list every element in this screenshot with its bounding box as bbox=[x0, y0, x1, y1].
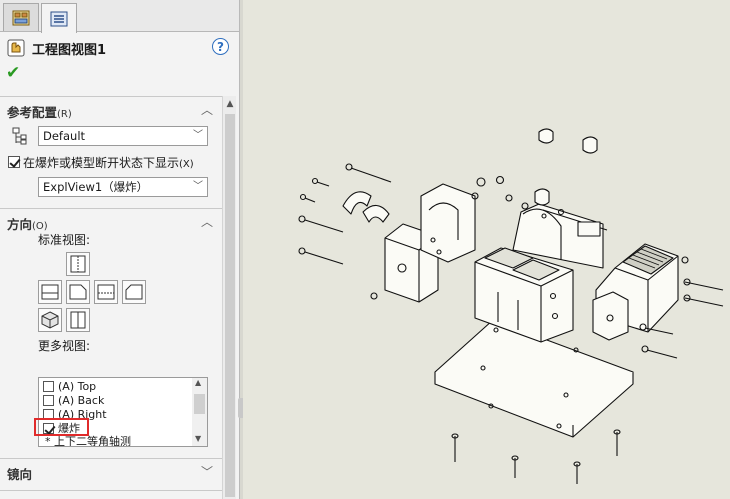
mirror-header[interactable]: 镜向 ﹀ bbox=[0, 458, 222, 484]
orientation-shortcut: (O) bbox=[32, 221, 48, 232]
center-block bbox=[474, 247, 574, 343]
chevron-up-icon[interactable]: ︿ bbox=[201, 215, 214, 229]
feature-tree-icon bbox=[12, 10, 30, 25]
fittings-top bbox=[471, 128, 598, 216]
panel-tabs bbox=[0, 0, 239, 33]
back-view-icon bbox=[97, 284, 115, 300]
chevron-down-icon: ﹀ bbox=[193, 130, 203, 141]
view-checkbox[interactable] bbox=[43, 423, 54, 434]
view-top-button[interactable] bbox=[66, 252, 90, 276]
explode-view-select[interactable]: ExplView1（爆炸） ﹀ bbox=[38, 177, 208, 197]
view-left-button[interactable] bbox=[66, 280, 90, 304]
page-title: 工程图视图1 bbox=[32, 43, 107, 58]
top-view-icon bbox=[70, 255, 86, 273]
highlight-box bbox=[34, 418, 89, 436]
left-view-icon bbox=[69, 284, 87, 300]
configuration-icon bbox=[12, 127, 27, 145]
exploded-checkbox[interactable] bbox=[8, 156, 20, 168]
front-view-icon bbox=[41, 284, 59, 300]
chevron-up-icon[interactable]: ▲ bbox=[195, 378, 202, 387]
panel-scrollbar-thumb[interactable] bbox=[225, 114, 235, 497]
explode-view-select-value: ExplView1（爆炸） bbox=[43, 180, 149, 194]
mirror-section: 镜向 ﹀ bbox=[0, 458, 222, 499]
bottom-view-icon bbox=[70, 311, 86, 329]
splitter-grip-icon[interactable] bbox=[238, 398, 245, 418]
isometric-view-icon bbox=[41, 311, 59, 329]
view-right-button[interactable] bbox=[122, 280, 146, 304]
chevron-down-icon[interactable]: ▼ bbox=[195, 434, 202, 443]
view-checkbox[interactable] bbox=[43, 381, 54, 392]
view-checkbox[interactable] bbox=[43, 395, 54, 406]
mirror-title: 镜向 bbox=[7, 467, 33, 482]
clamp-pieces bbox=[342, 191, 390, 223]
reference-config-title: 参考配置 bbox=[7, 105, 58, 120]
panel-scrollbar[interactable]: ▲ bbox=[222, 96, 236, 499]
orientation-section: 方向(O) ︿ 标准视图: bbox=[0, 208, 222, 454]
tab-property-manager[interactable] bbox=[41, 3, 77, 33]
ok-button[interactable]: ✔ bbox=[6, 63, 21, 83]
bolts-left bbox=[298, 163, 392, 300]
chevron-up-icon[interactable]: ▲ bbox=[226, 99, 234, 109]
panel-splitter[interactable] bbox=[240, 0, 243, 499]
panel-scroll-area: 参考配置(R) ︿ Default ﹀ 在爆炸或模型断开状态下显示(X) bbox=[0, 96, 222, 499]
panel-header: 工程图视图1 ? ✔ bbox=[0, 33, 239, 95]
standard-views-label: 标准视图: bbox=[38, 233, 91, 247]
more-views-label: 更多视图: bbox=[38, 339, 91, 353]
bolts-right bbox=[639, 256, 724, 359]
reference-config-header[interactable]: 参考配置(R) ︿ bbox=[0, 96, 222, 122]
exploded-checkbox-label: 在爆炸或模型断开状态下显示 bbox=[23, 156, 180, 170]
drawing-view-icon bbox=[7, 39, 25, 57]
saddle-block bbox=[512, 203, 608, 269]
list-scrollbar-thumb[interactable] bbox=[194, 394, 205, 414]
config-select[interactable]: Default ﹀ bbox=[38, 126, 208, 146]
exploded-checkbox-shortcut: (X) bbox=[179, 159, 194, 170]
config-select-value: Default bbox=[43, 129, 86, 143]
reference-config-section: 参考配置(R) ︿ Default ﹀ 在爆炸或模型断开状态下显示(X) bbox=[0, 96, 222, 216]
right-grid-block bbox=[592, 243, 679, 341]
exploded-drawing-view[interactable] bbox=[243, 0, 730, 499]
view-back-button[interactable] bbox=[94, 280, 118, 304]
right-view-icon bbox=[125, 284, 143, 300]
view-bottom-button[interactable] bbox=[66, 308, 90, 332]
property-manager: 工程图视图1 ? ✔ 参考配置(R) ︿ Default ﹀ bbox=[0, 0, 240, 499]
chevron-down-icon[interactable]: ﹀ bbox=[201, 465, 214, 479]
graphics-area[interactable] bbox=[243, 0, 730, 499]
left-clamp-block bbox=[384, 183, 476, 303]
chevron-down-icon: ﹀ bbox=[193, 181, 203, 192]
bolts-bottom bbox=[451, 403, 621, 484]
property-list-icon bbox=[50, 11, 68, 26]
orientation-header[interactable]: 方向(O) ︿ bbox=[0, 208, 222, 234]
reference-config-shortcut: (R) bbox=[57, 109, 72, 120]
help-icon[interactable]: ? bbox=[212, 38, 229, 55]
view-isometric-button[interactable] bbox=[38, 308, 62, 332]
tab-feature-manager[interactable] bbox=[3, 3, 39, 31]
more-views-list[interactable]: (A) Top (A) Back (A) Right 爆炸 * 上下二等角轴测 … bbox=[38, 377, 208, 447]
list-scrollbar[interactable]: ▲ ▼ bbox=[192, 378, 207, 446]
section-divider bbox=[0, 490, 222, 491]
view-front-button[interactable] bbox=[38, 280, 62, 304]
orientation-title: 方向 bbox=[7, 217, 33, 232]
chevron-up-icon[interactable]: ︿ bbox=[201, 103, 214, 117]
base-plate bbox=[434, 319, 634, 438]
